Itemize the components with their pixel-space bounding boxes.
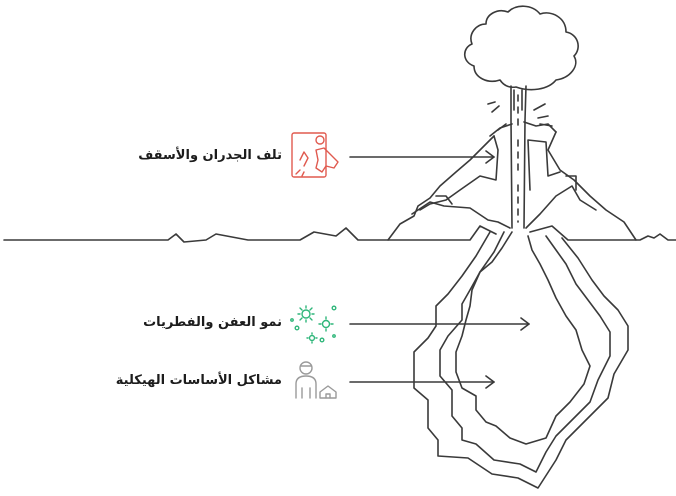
person-house-icon xyxy=(295,361,337,399)
label-foundation: مشاكل الأساسات الهيكلية xyxy=(115,373,282,388)
cracked-house-leak-icon xyxy=(291,132,339,178)
volcano-ledge-3 xyxy=(525,185,597,229)
label-mold-fungi: نمو العفن والفطريات xyxy=(143,315,282,330)
volcano-right-slope xyxy=(547,131,637,241)
magma-chamber-middle xyxy=(439,231,611,473)
ground-line xyxy=(3,225,676,243)
magma-chamber-outer xyxy=(413,231,629,489)
vent-left xyxy=(510,85,513,229)
volcano-ledge-1 xyxy=(411,201,511,229)
volcano-left-slope xyxy=(387,135,495,241)
label-walls-ceilings: تلف الجدران والأسقف xyxy=(138,148,282,163)
arrow-foundation-head xyxy=(485,375,495,389)
volcano-inner-right xyxy=(527,139,561,191)
volcano-ledge-2 xyxy=(435,195,453,205)
volcano-ledge-4 xyxy=(565,175,577,191)
ash-cloud xyxy=(463,5,579,91)
vent-right xyxy=(523,85,527,229)
splatter xyxy=(487,101,553,131)
mold-spores-icon xyxy=(290,305,337,344)
vent-ring xyxy=(513,89,523,111)
volcano-inner-left xyxy=(419,135,499,211)
magma-chamber-inner xyxy=(455,231,591,445)
volcano-rim xyxy=(489,121,557,137)
arrow-mold-head xyxy=(520,317,530,331)
arrow-walls-head xyxy=(485,150,495,164)
